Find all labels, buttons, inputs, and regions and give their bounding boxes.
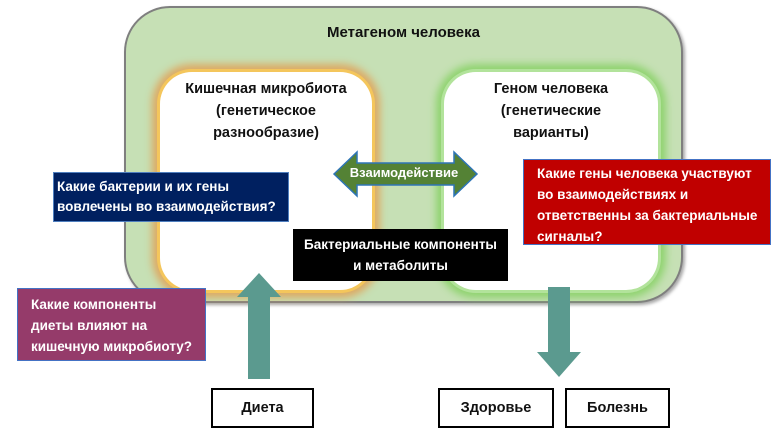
question-bacteria-box: Какие бактерии и их гены вовлечены во вз… bbox=[53, 172, 289, 222]
human-genome-line: Геном человека bbox=[493, 81, 609, 97]
health-box: Здоровье bbox=[438, 388, 554, 428]
gut-microbiota-line: Кишечная микробиота bbox=[185, 81, 347, 97]
gut-microbiota-line: (генетическое bbox=[216, 103, 316, 119]
question-diet-line: диеты влияют на bbox=[31, 318, 148, 333]
human-genome-line: (генетические bbox=[500, 103, 602, 119]
question-human-line: ответственны за бактериальные bbox=[537, 208, 758, 223]
metagenome-title: Метагеном человека bbox=[327, 24, 480, 41]
question-bacteria-line: Какие бактерии и их гены bbox=[57, 179, 229, 194]
question-human-line: сигналы? bbox=[537, 229, 603, 244]
question-bacteria-line: вовлечены во взаимодействия? bbox=[57, 199, 276, 214]
interaction-arrow-shape bbox=[332, 150, 479, 198]
diet-box: Диета bbox=[211, 388, 314, 428]
question-diet-box: Какие компоненты диеты влияют на кишечну… bbox=[17, 288, 206, 361]
outcome-down-arrow-icon bbox=[537, 287, 581, 377]
bacterial-components-line: и метаболиты bbox=[353, 258, 448, 273]
question-human-line: во взаимодействиях и bbox=[537, 187, 689, 202]
gut-microbiota-label: Кишечная микробиота (генетическое разноо… bbox=[160, 78, 372, 144]
human-genome-line: варианты) bbox=[513, 125, 589, 141]
question-diet-line: Какие компоненты bbox=[31, 297, 157, 312]
human-genome-label: Геном человека (генетические варианты) bbox=[444, 78, 658, 144]
question-human-genes-box: Какие гены человека участвуют во взаимод… bbox=[523, 159, 771, 245]
disease-box: Болезнь bbox=[565, 388, 670, 428]
diet-up-arrow-icon bbox=[237, 273, 281, 379]
bacterial-components-line: Бактериальные компоненты bbox=[304, 237, 497, 252]
question-diet-line: кишечную микробиоту? bbox=[31, 339, 193, 354]
interaction-label: Взаимодействие bbox=[349, 165, 459, 180]
interaction-double-arrow-icon bbox=[332, 150, 479, 198]
question-human-line: Какие гены человека участвуют bbox=[537, 166, 752, 181]
bacterial-components-box: Бактериальные компоненты и метаболиты bbox=[293, 229, 508, 281]
gut-microbiota-line: разнообразие) bbox=[213, 125, 319, 141]
